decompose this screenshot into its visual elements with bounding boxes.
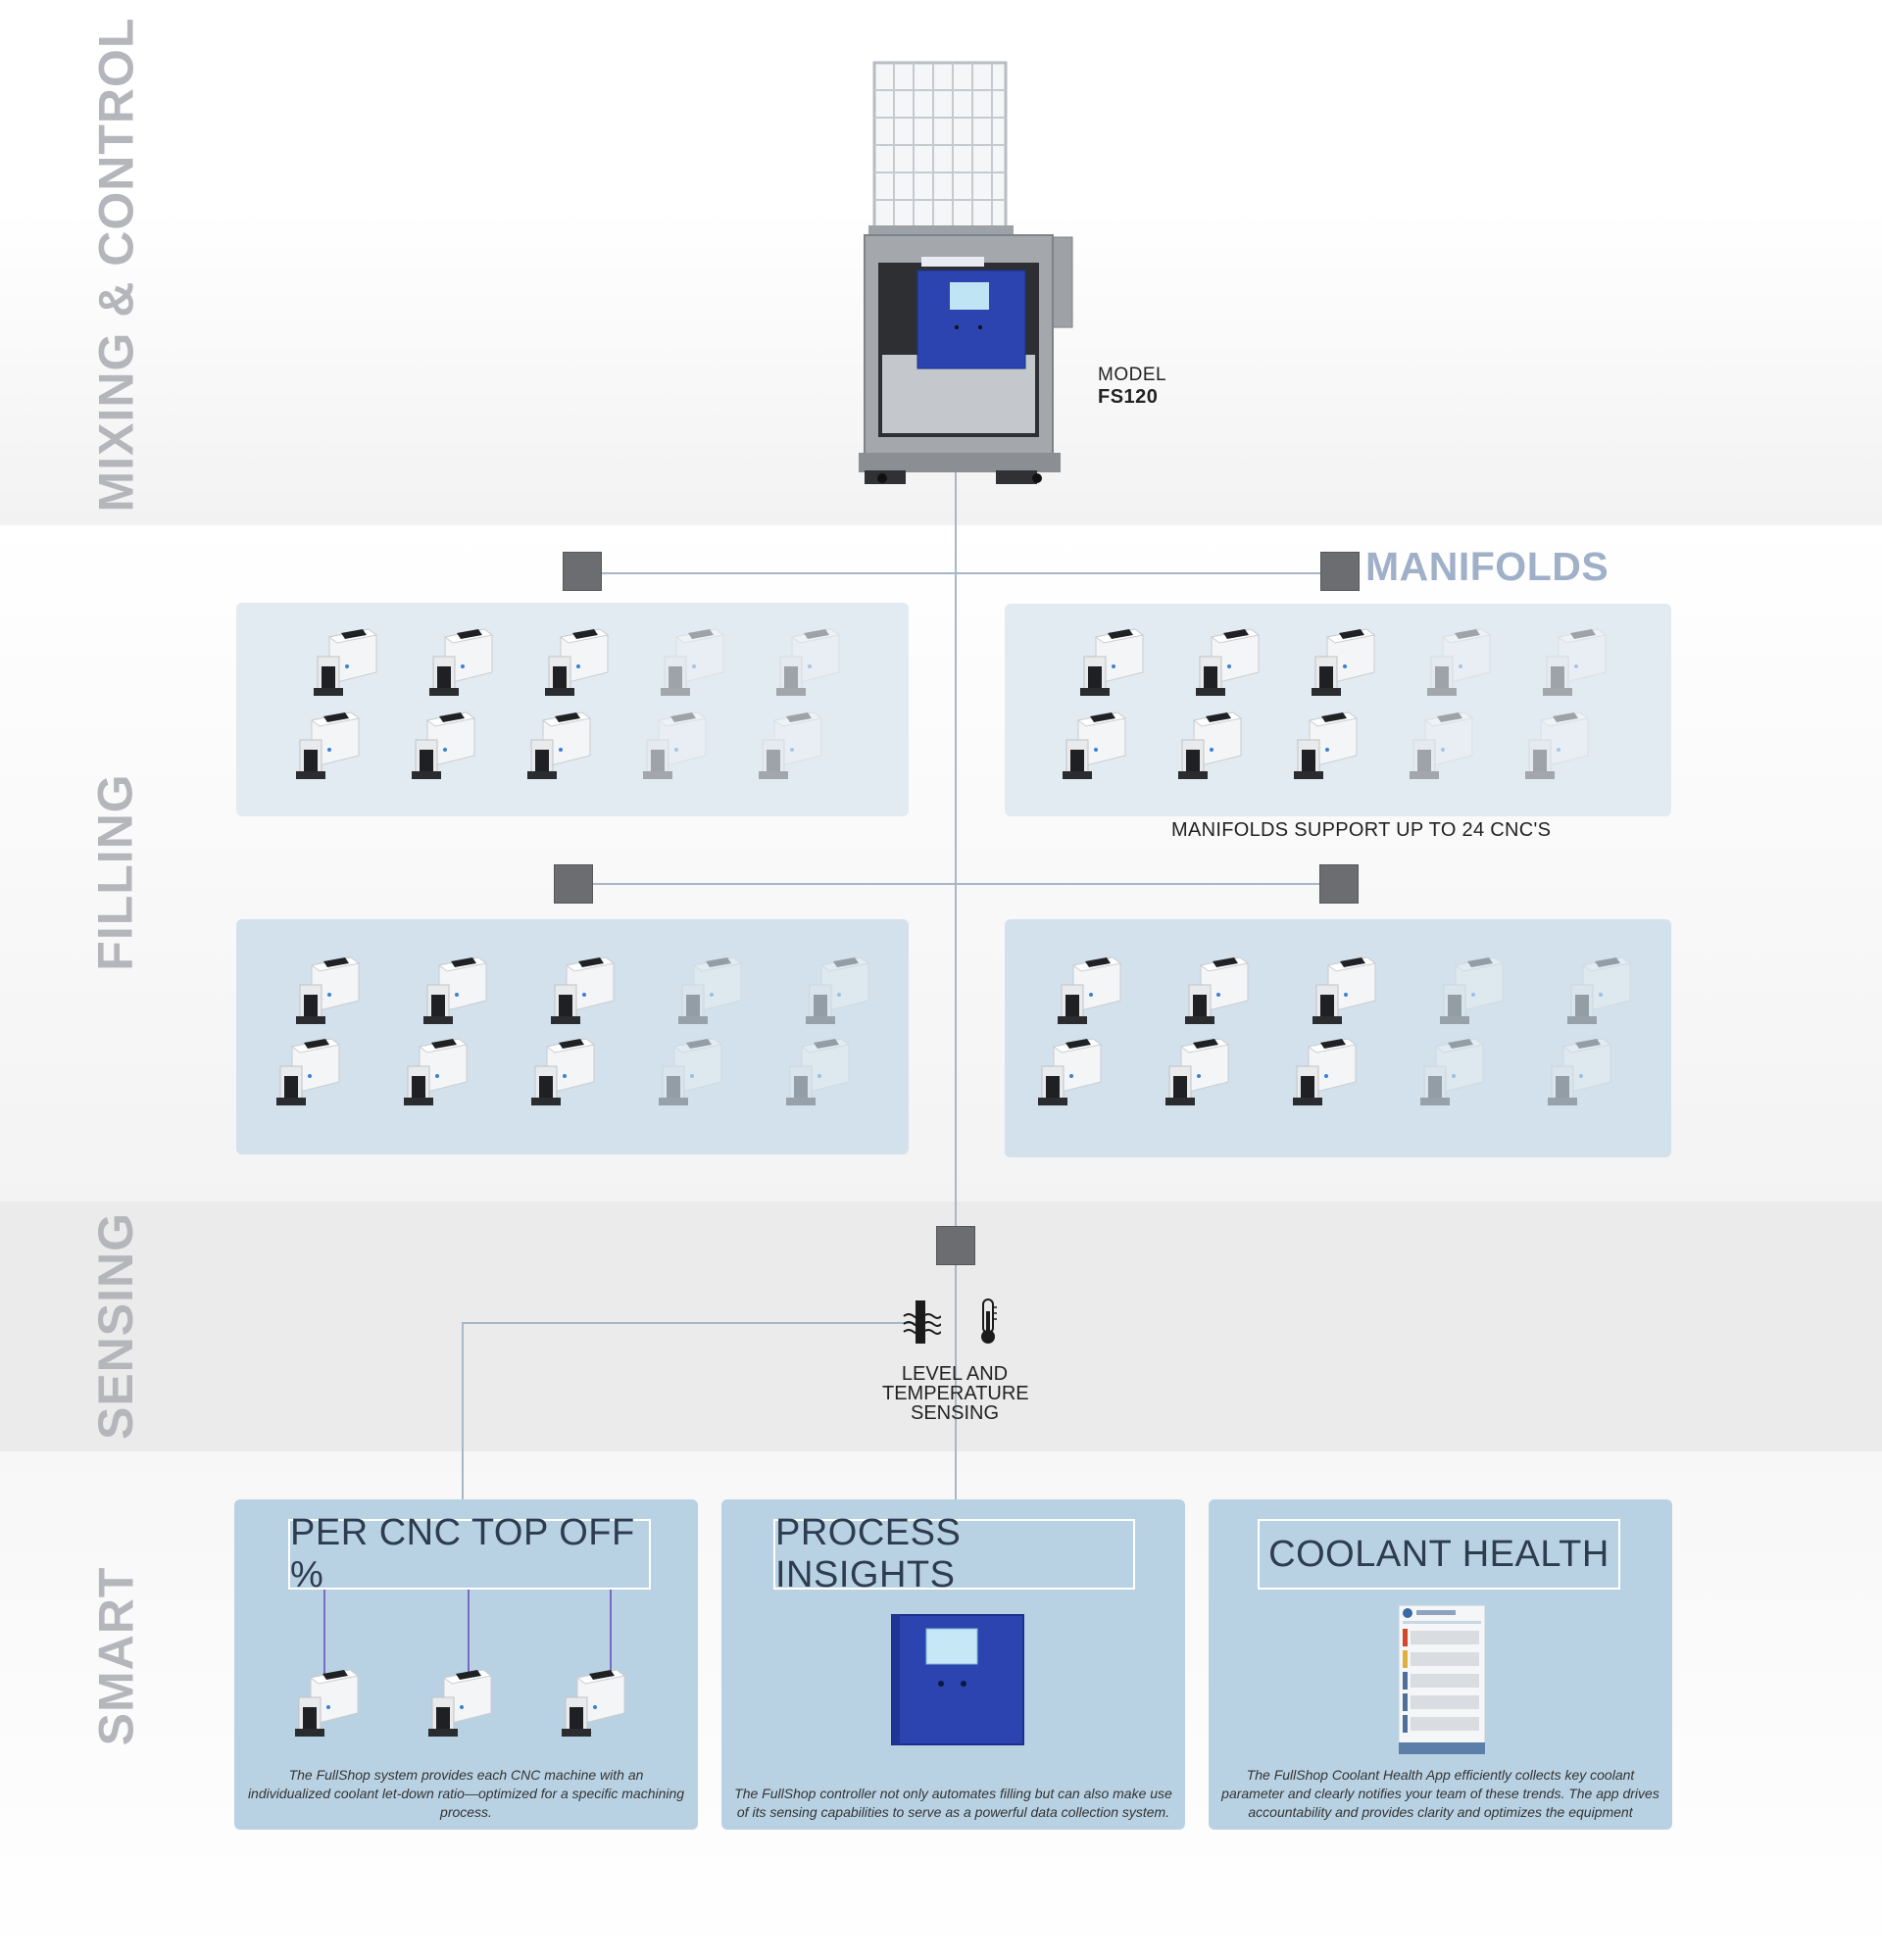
card-description: The FullShop Coolant Health App efficien… — [1221, 1767, 1659, 1820]
cnc-machine-image — [1078, 627, 1145, 698]
cnc-machine-image — [1194, 627, 1261, 698]
cnc-machine-image — [1291, 1037, 1358, 1107]
fs120-unit-image — [859, 61, 1073, 484]
cnc-machine-image — [1036, 1037, 1103, 1107]
level-sensor-icon — [903, 1300, 941, 1344]
cnc-machine-image — [402, 1037, 469, 1107]
cnc-machine-image — [1164, 1037, 1230, 1107]
feed-line — [323, 1590, 325, 1676]
cnc-machine-image — [757, 710, 823, 781]
controller-image — [891, 1614, 1024, 1745]
manifold-block — [554, 864, 593, 904]
sensing-label-line1: LEVEL AND — [901, 1363, 1009, 1385]
cnc-machine-image — [1418, 1037, 1485, 1107]
cnc-machine-image — [427, 627, 494, 698]
cnc-machine-image — [525, 710, 592, 781]
model-prefix: MODEL — [1098, 365, 1167, 385]
cnc-machine-image — [1311, 956, 1377, 1026]
cnc-machine-image — [410, 710, 476, 781]
section-label-mixing: MIXING & CONTROL — [88, 17, 143, 513]
card-description: The FullShop system provides each CNC ma… — [247, 1767, 685, 1820]
cnc-machine-image — [293, 1668, 360, 1739]
cnc-machine-image — [294, 710, 361, 781]
manifold-block — [1319, 864, 1359, 904]
sensing-label: LEVEL AND TEMPERATURE SENSING — [882, 1363, 1029, 1424]
cnc-machine-image — [1565, 956, 1632, 1026]
cnc-machine-image — [1292, 710, 1359, 781]
card-coolant-health: COOLANT HEALTH The FullShop Coolant Heal… — [1209, 1499, 1672, 1830]
cnc-machine-image — [549, 956, 616, 1026]
thermometer-icon — [981, 1298, 997, 1344]
manifold-block — [563, 552, 602, 591]
cnc-machine-image — [1183, 956, 1250, 1026]
section-label-sensing: SENSING — [88, 1211, 143, 1440]
card-process-insights: PROCESS INSIGHTS The FullShop controller… — [721, 1499, 1185, 1830]
cnc-machine-image — [1523, 710, 1590, 781]
sensor-drop-line — [462, 1322, 464, 1500]
cnc-machine-image — [543, 627, 610, 698]
manifold-line-bottom — [588, 883, 1323, 885]
card-title: COOLANT HEALTH — [1258, 1519, 1620, 1590]
card-title: PROCESS INSIGHTS — [773, 1512, 1135, 1595]
cnc-machine-image — [529, 1037, 596, 1107]
feed-line — [468, 1590, 470, 1676]
cnc-machine-image — [1546, 1037, 1612, 1107]
cnc-machine-image — [294, 956, 361, 1026]
card-description: The FullShop controller not only automat… — [734, 1786, 1172, 1820]
cnc-machine-image — [657, 1037, 723, 1107]
manifold-block — [936, 1226, 975, 1265]
cnc-machine-image — [1061, 710, 1127, 781]
cnc-machine-image — [804, 956, 870, 1026]
cnc-machine-image — [1438, 956, 1505, 1026]
sensing-label-line2: TEMPERATURE — [882, 1383, 1029, 1404]
section-label-smart: SMART — [88, 1566, 144, 1746]
cnc-machine-image — [421, 956, 488, 1026]
cnc-machine-image — [312, 627, 378, 698]
cnc-group-panel — [1005, 919, 1671, 1157]
cnc-machine-image — [774, 627, 841, 698]
cnc-machine-image — [1310, 627, 1376, 698]
feed-line — [610, 1590, 612, 1676]
cnc-machine-image — [274, 1037, 341, 1107]
cnc-machine-image — [1056, 956, 1122, 1026]
coolant-app-screenshot — [1399, 1605, 1485, 1754]
manifold-block — [1320, 552, 1360, 591]
cnc-machine-image — [560, 1668, 626, 1739]
cnc-machine-image — [641, 710, 708, 781]
model-name: FS120 — [1098, 386, 1159, 408]
cnc-machine-image — [784, 1037, 851, 1107]
card-per-cnc-top-off: PER CNC TOP OFF % The FullShop system pr… — [234, 1499, 698, 1830]
sensor-line — [463, 1322, 917, 1324]
manifolds-note: MANIFOLDS SUPPORT UP TO 24 CNC'S — [1171, 819, 1552, 841]
main-feed-line — [955, 461, 957, 1504]
cnc-machine-image — [1425, 627, 1492, 698]
cnc-machine-image — [426, 1668, 493, 1739]
section-label-filling: FILLING — [88, 773, 144, 971]
manifolds-title: MANIFOLDS — [1365, 544, 1610, 589]
cnc-machine-image — [1176, 710, 1243, 781]
cnc-machine-image — [659, 627, 725, 698]
cnc-machine-image — [676, 956, 743, 1026]
manifold-line-top — [598, 572, 1323, 574]
cnc-machine-image — [1408, 710, 1474, 781]
card-title: PER CNC TOP OFF % — [288, 1512, 651, 1595]
model-caption: MODEL FS120 — [1098, 365, 1166, 408]
sensing-label-line3: SENSING — [910, 1402, 1000, 1424]
cnc-machine-image — [1541, 627, 1608, 698]
